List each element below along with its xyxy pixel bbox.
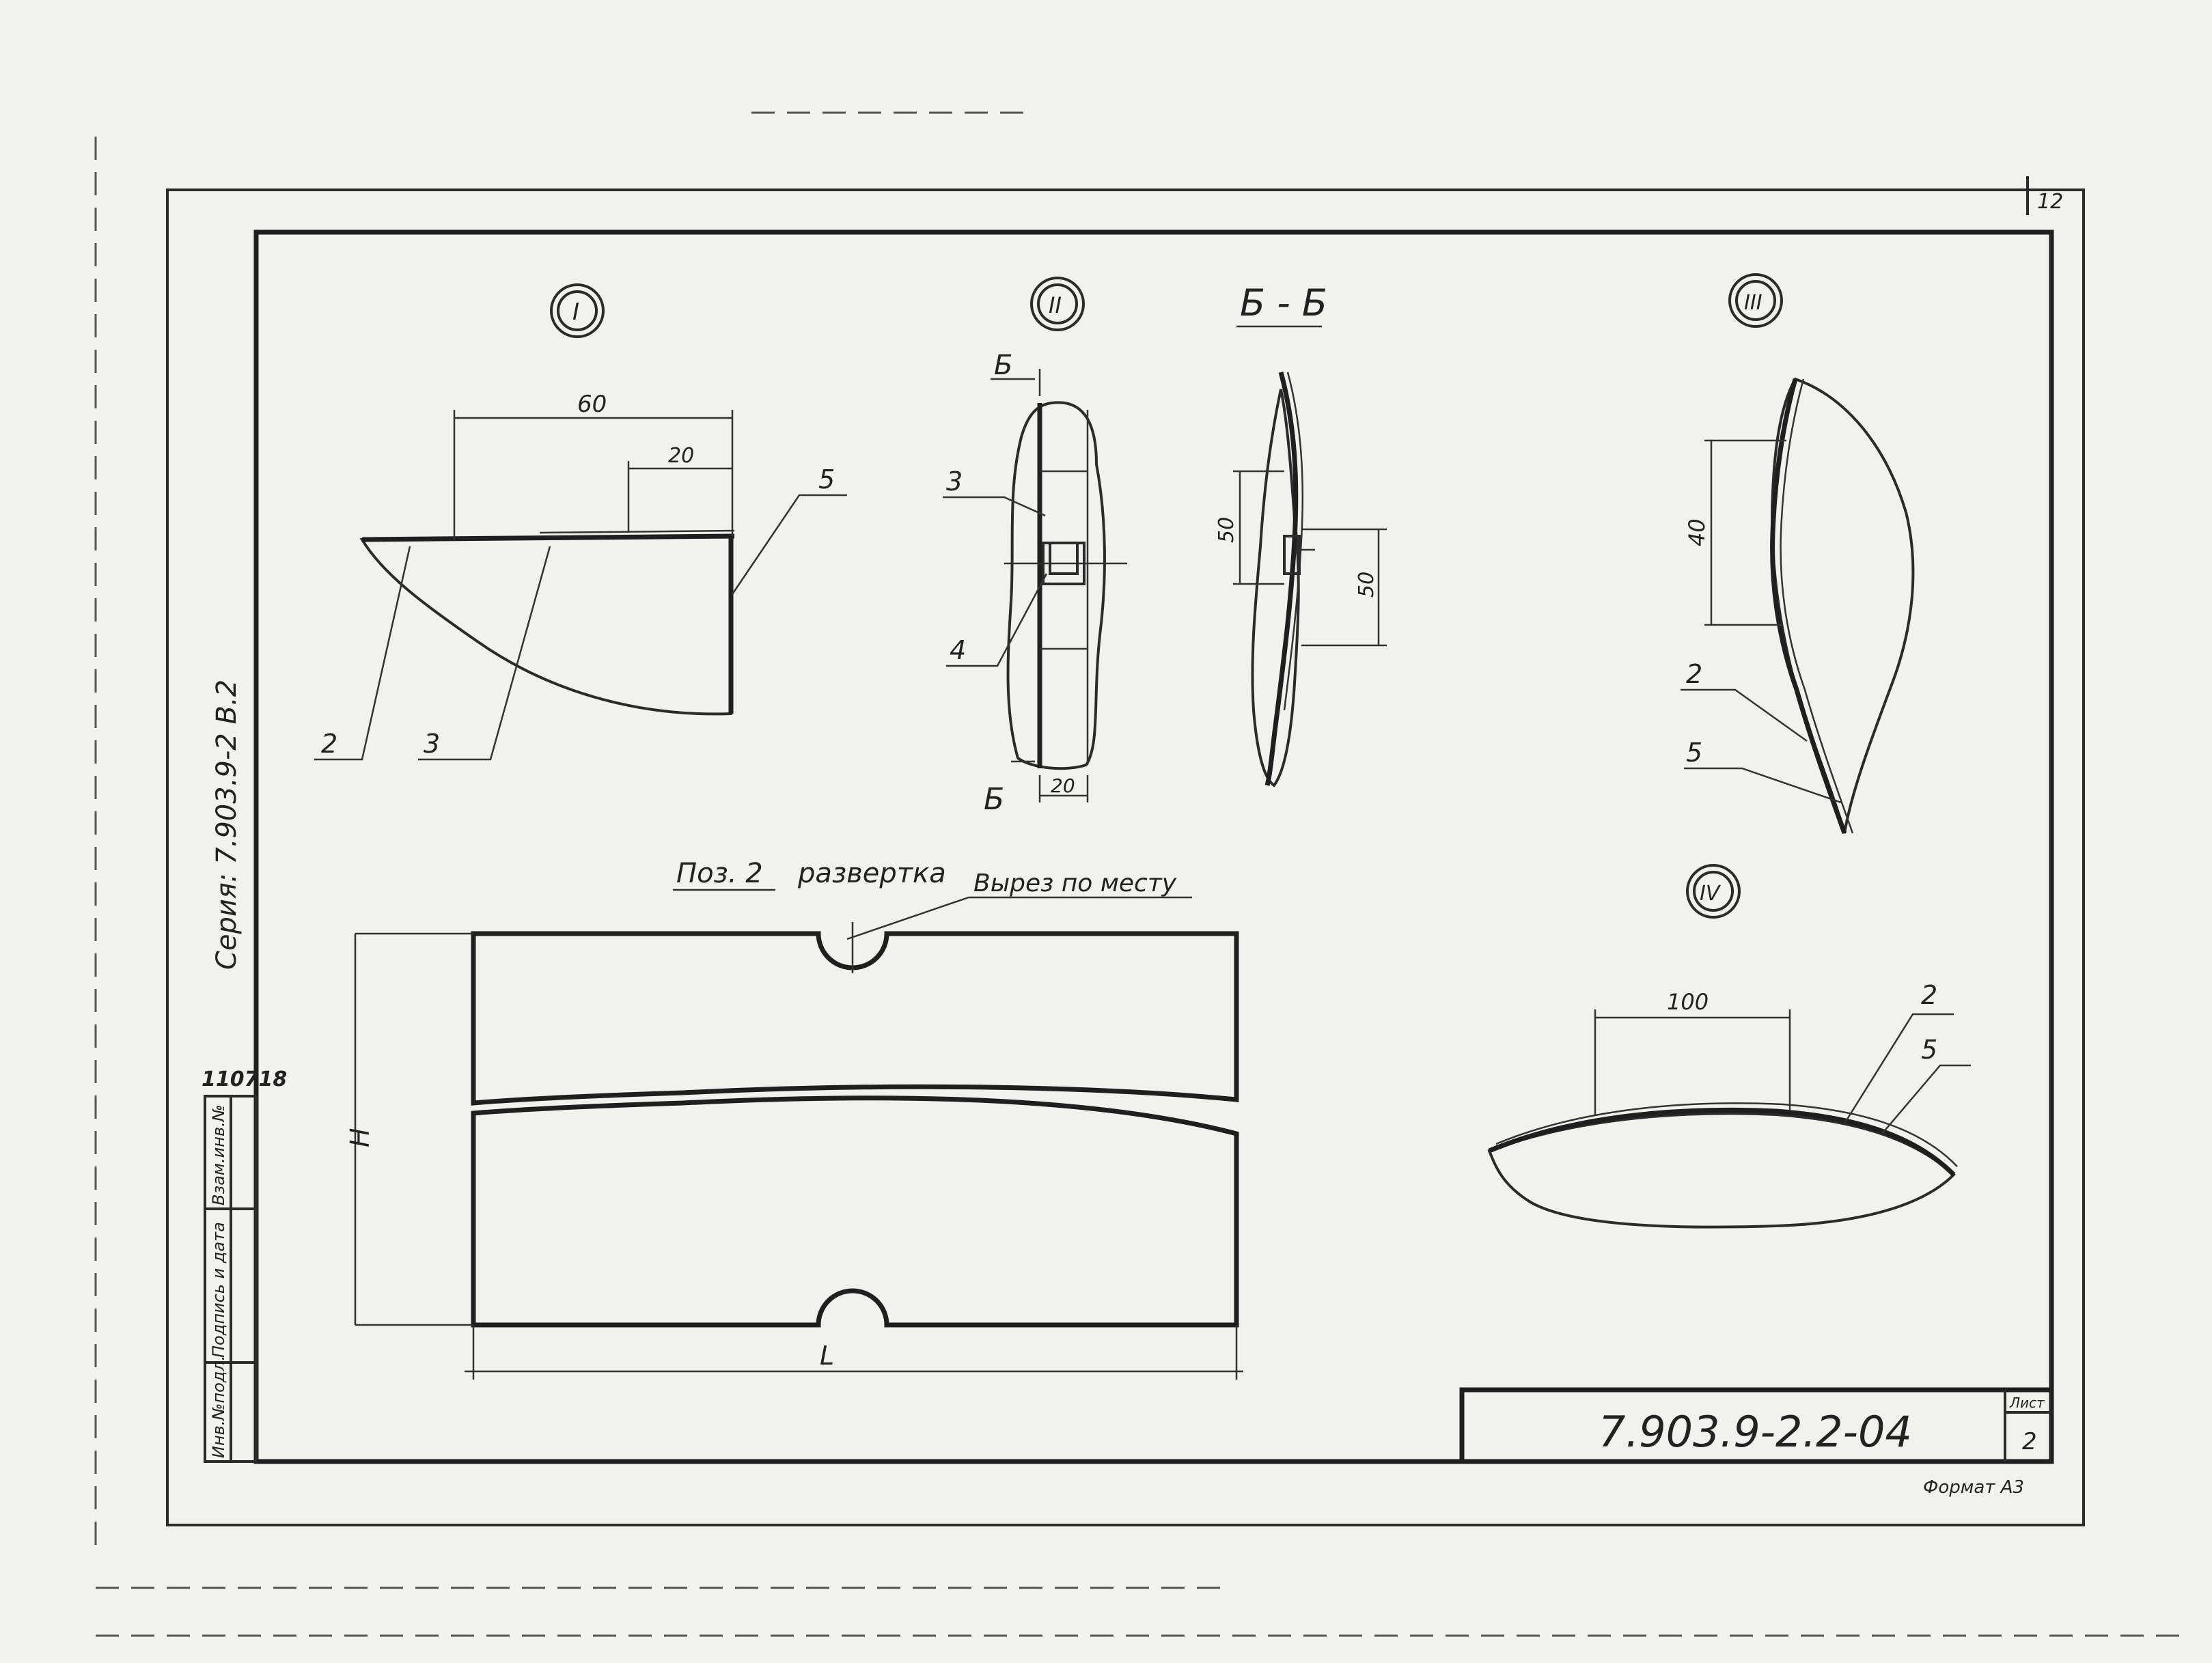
outer-frame [166,188,2085,1526]
view-III-callout-2: 2 [1686,659,1702,689]
format-label: Формат А3 [1923,1477,2024,1498]
stamp-field-vzam: Взам.инв.№ [209,1104,228,1205]
view-I-insulation [359,534,732,716]
view-I-dim-20: 20 [668,444,694,468]
view-I-marker: I [572,298,579,326]
development-dim-H: H [345,1128,375,1147]
view-IV-dim-100: 100 [1667,989,1709,1015]
section-BB-title: Б - Б [1240,281,1327,324]
view-II-callout-3: 3 [946,466,963,497]
view-I-callout-2: 2 [321,729,337,759]
section-BB-dim-right: 50 [1355,572,1379,598]
archive-number: 110718 [202,1067,287,1091]
view-II-marker: II [1049,292,1062,318]
view-I-callout-3: 3 [424,729,440,759]
view-IV-callout-5: 5 [1921,1035,1937,1065]
side-stamp: Инв.№подл. Подпись и дата Взам.инв.№ 110… [202,1067,287,1463]
view-III-dim-40: 40 [1684,518,1710,546]
view-I: I 60 20 2 3 5 [314,283,847,761]
inner-frame [253,229,2054,1464]
view-III-insulation [1771,377,1915,834]
view-IV-callout-2: 2 [1921,980,1937,1010]
view-II-dim-20: 20 [1051,774,1075,797]
view-IV: IV 100 2 5 [1487,864,1971,1229]
drawing-designation: 7.903.9-2.2-04 [1599,1407,1912,1457]
view-II-section-mark-bottom: Б [984,782,1004,817]
development-dim-L: L [820,1341,834,1371]
view-III-marker: III [1744,291,1762,315]
stamp-field-inv-podl: Инв.№подл. [209,1356,228,1458]
view-III: III 40 2 5 [1681,273,1915,835]
scan-edge-lines [94,111,2186,1637]
view-IV-marker: IV [1700,882,1722,906]
development-note: Вырез по месту [973,869,1177,897]
development-view: Поз. 2 развертка Вырез по месту H L [345,858,1243,1380]
section-BB-dim-left: 50 [1215,517,1239,543]
view-III-callout-5: 5 [1686,738,1702,768]
stamp-field-signature: Подпись и дата [209,1222,228,1358]
development-title: Поз. 2 [676,858,763,889]
corner-number: 12 [2037,190,2063,214]
view-II-section-mark-top: Б [994,350,1012,381]
corner-number-box: 12 [2026,176,2063,215]
view-I-dim-60: 60 [577,391,607,418]
view-I-callout-5: 5 [818,464,835,494]
title-block: 7.903.9-2.2-04 Лист 2 [1459,1387,2054,1464]
sheet-header-label: Лист [2009,1395,2045,1411]
view-IV-insulation [1487,1112,1956,1229]
view-II-insulation [1006,401,1106,770]
view-II-callout-4: 4 [950,635,966,665]
section-BB: Б - Б 50 50 [1215,281,1387,787]
series-label: Серия: 7.903.9-2 В.2 [211,680,243,970]
view-II: II Б Б 20 3 4 [943,277,1127,817]
sheet-number: 2 [2022,1428,2037,1455]
development-subtitle: развертка [797,858,946,889]
